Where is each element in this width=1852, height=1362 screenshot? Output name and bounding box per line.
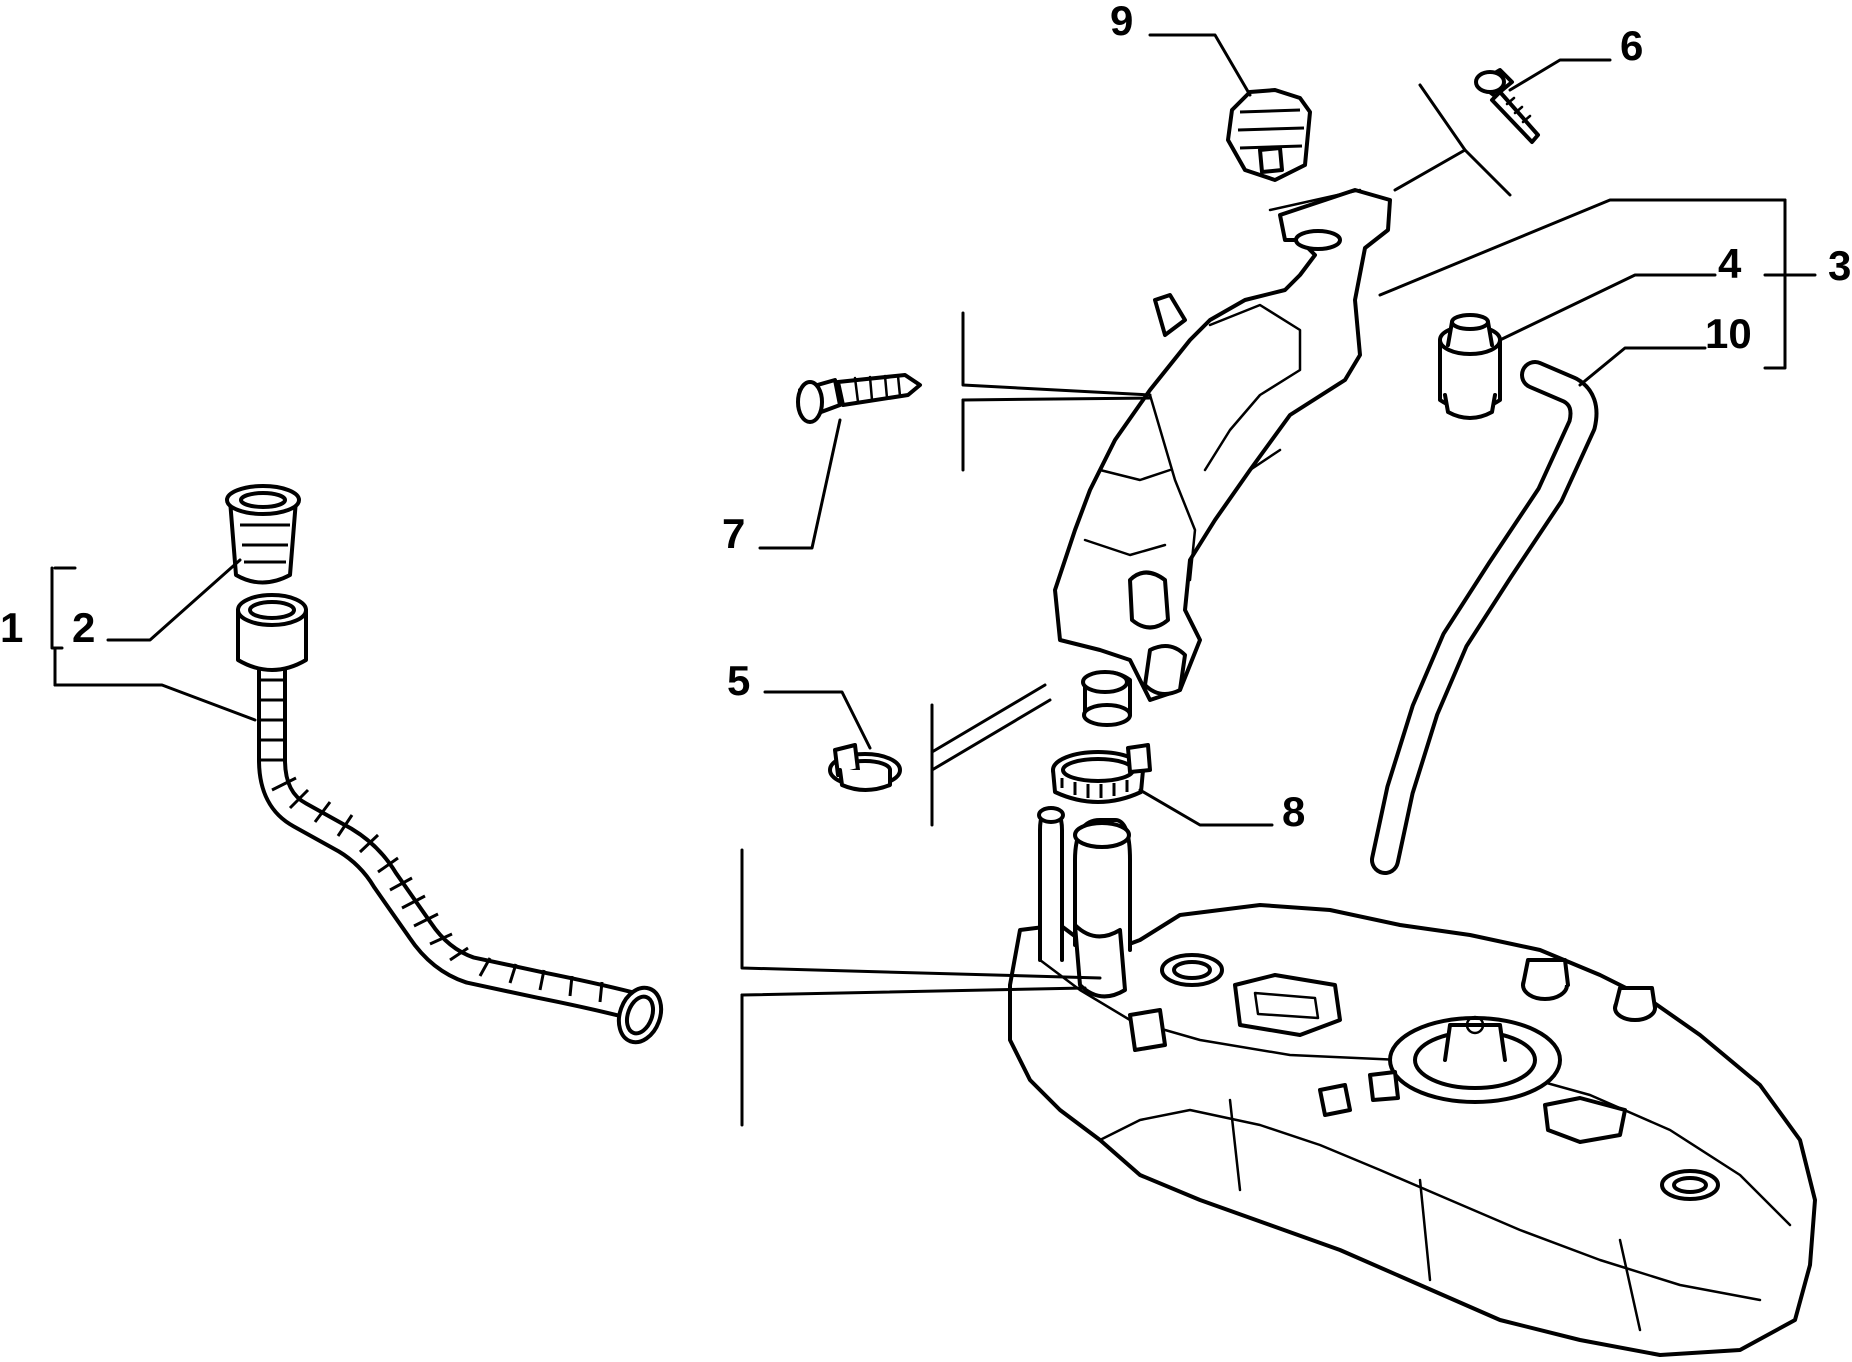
hose-assembly	[236, 593, 664, 1045]
callout-3: 3	[1828, 242, 1851, 289]
clamp-5	[828, 743, 902, 792]
callout-7: 7	[722, 510, 745, 557]
vent-tube-10	[1370, 360, 1599, 875]
cap-4	[1438, 313, 1502, 420]
leader-lines	[50, 33, 1817, 1127]
clamp-8	[1051, 743, 1152, 804]
filler-neck-assembly	[1053, 188, 1392, 727]
bolt-6	[1474, 68, 1540, 144]
callout-5: 5	[727, 657, 750, 704]
bolt-7	[796, 373, 922, 424]
callout-8: 8	[1282, 788, 1305, 835]
callout-1: 1	[0, 604, 23, 651]
fuel-tank	[1008, 806, 1817, 1357]
filler-seal	[225, 484, 301, 585]
grommet-9	[1226, 88, 1312, 182]
callout-9: 9	[1110, 0, 1133, 44]
callout-4: 4	[1718, 240, 1742, 287]
callout-6: 6	[1620, 22, 1643, 69]
callout-10: 10	[1705, 310, 1752, 357]
callout-2: 2	[72, 604, 95, 651]
